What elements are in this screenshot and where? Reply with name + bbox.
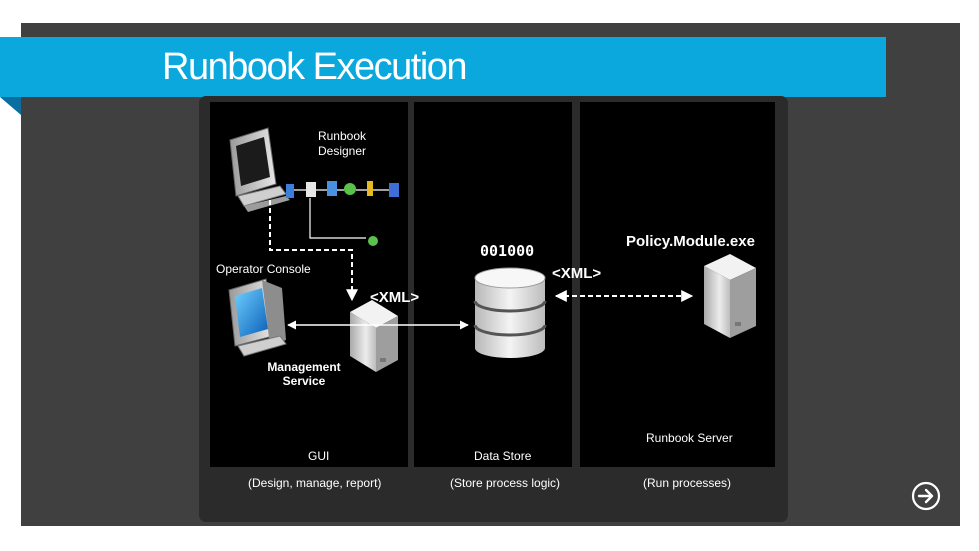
binary-label: 001000 bbox=[480, 242, 535, 260]
column-name-data-store: Data Store bbox=[474, 449, 532, 463]
runbook-server-icon bbox=[704, 254, 756, 338]
workflow-links bbox=[294, 189, 389, 239]
workflow-activity-icons bbox=[286, 181, 399, 246]
database-icon bbox=[473, 267, 547, 358]
title-corner bbox=[0, 97, 21, 115]
column-description-runbook-server: (Run processes) bbox=[643, 476, 732, 490]
xml-right-label: <XML> bbox=[552, 265, 602, 282]
column-description-gui: (Design, manage, report) bbox=[248, 476, 382, 490]
console-workstation-icon bbox=[228, 278, 287, 357]
next-arrow-icon bbox=[911, 481, 941, 511]
next-slide-button[interactable] bbox=[911, 481, 941, 511]
designer-workstation-icon bbox=[229, 127, 290, 212]
title-bar bbox=[21, 37, 886, 97]
management-service-label: Management Service bbox=[267, 360, 341, 388]
designer-connection bbox=[269, 200, 358, 302]
management-server-icon bbox=[350, 300, 398, 372]
page-title: Runbook Execution bbox=[162, 46, 468, 88]
runbook-designer-label: Runbook Designer bbox=[317, 129, 367, 158]
runbook-server-label: Runbook Server bbox=[646, 431, 733, 445]
column-description-data-store: (Store process logic) bbox=[450, 476, 561, 490]
column-name-gui: GUI bbox=[308, 449, 330, 463]
operator-console-label: Operator Console bbox=[216, 262, 311, 276]
title-tab bbox=[0, 37, 21, 97]
xml-left-label: <XML> bbox=[370, 289, 420, 306]
policy-module-label: Policy.Module.exe bbox=[626, 233, 755, 250]
